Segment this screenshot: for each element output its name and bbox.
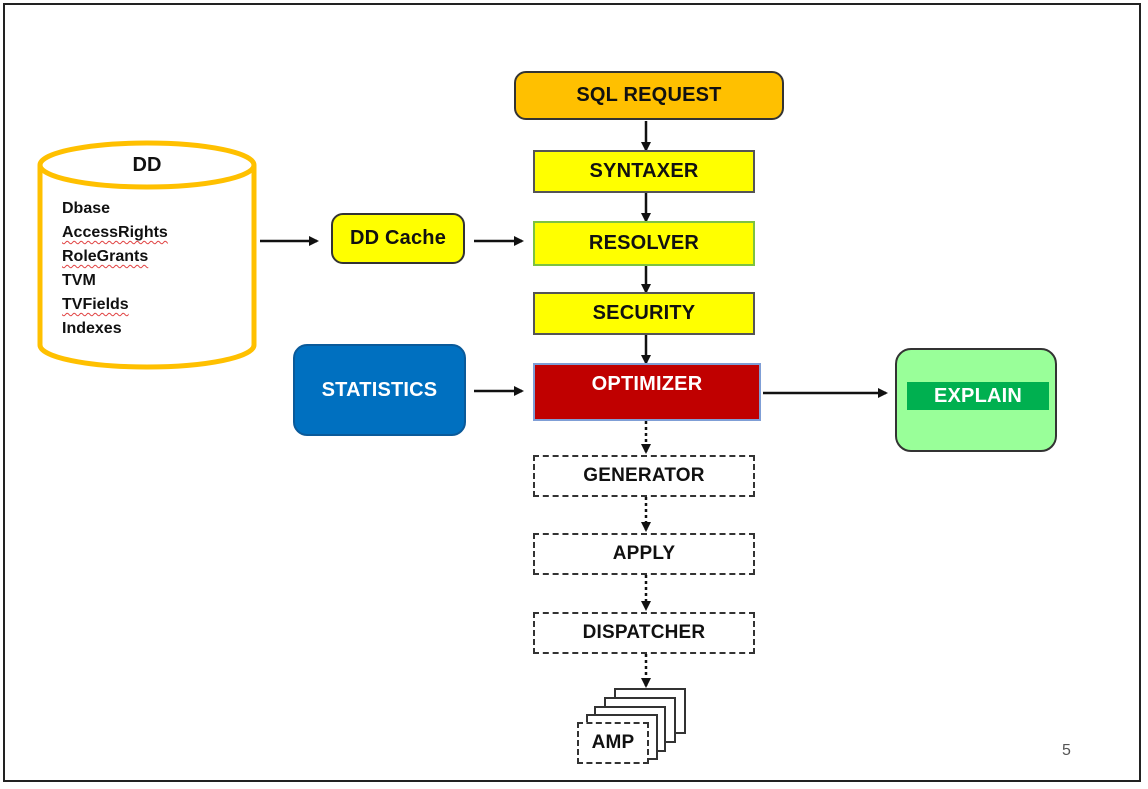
explain-label: EXPLAIN <box>907 382 1049 410</box>
syntaxer-box: SYNTAXER <box>533 150 755 193</box>
generator-box: GENERATOR <box>533 455 755 497</box>
explain-box: EXPLAIN <box>895 348 1057 452</box>
amp-box: AMP <box>577 722 649 764</box>
page-number: 5 <box>1062 742 1071 759</box>
statistics-box: STATISTICS <box>293 344 466 436</box>
dd-item-accessrights: AccessRights <box>62 224 168 241</box>
dd-item-indexes: Indexes <box>62 320 122 337</box>
dd-item-tvfields: TVFields <box>62 296 129 313</box>
dispatcher-box: DISPATCHER <box>533 612 755 654</box>
sql-request-box: SQL REQUEST <box>514 71 784 120</box>
dd-cache-box: DD Cache <box>331 213 465 264</box>
dd-item-dbase: Dbase <box>62 200 111 217</box>
resolver-box: RESOLVER <box>533 221 755 266</box>
dd-item-tvm: TVM <box>62 272 96 289</box>
dd-cylinder <box>37 140 257 370</box>
apply-box: APPLY <box>533 533 755 575</box>
dd-item-list: Dbase AccessRights RoleGrants TVM TVFiel… <box>62 197 232 341</box>
security-box: SECURITY <box>533 292 755 335</box>
optimizer-box: OPTIMIZER <box>533 363 761 421</box>
dd-title: DD <box>132 154 162 176</box>
dd-item-rolegrants: RoleGrants <box>62 248 149 265</box>
